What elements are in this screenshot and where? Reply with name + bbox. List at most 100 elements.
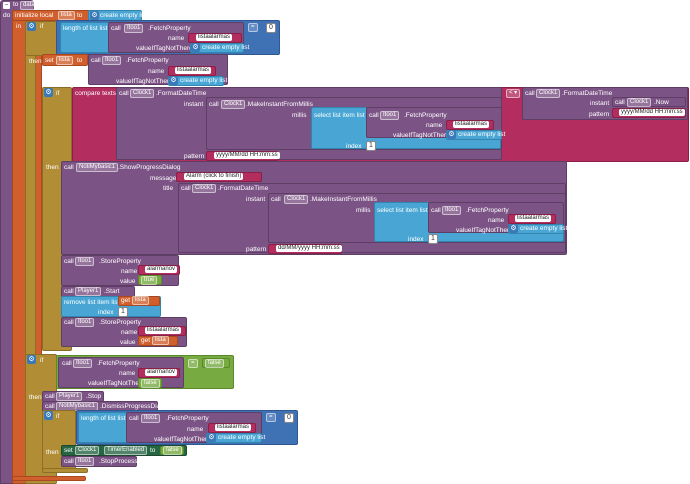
clock-select[interactable]: Clock1	[75, 446, 100, 455]
format-dt-label: .FormatDateTime	[218, 185, 269, 192]
fetch-label: .FetchProperty	[166, 415, 209, 422]
gear-icon[interactable]: ⚙	[169, 76, 178, 85]
instant-label: instant	[590, 100, 610, 107]
collapse-icon[interactable]: −	[3, 2, 10, 9]
pattern-text[interactable]: yyyy/MM/dd HH:mm:ss	[214, 152, 280, 159]
text-alarmanov[interactable]: alarmanov	[145, 266, 178, 273]
call-label: call	[431, 207, 441, 214]
show-progress-label: .ShowProgressDialog	[118, 164, 181, 171]
call-label: call	[271, 196, 281, 203]
get-lista-var[interactable]: lista	[132, 296, 149, 305]
false-select[interactable]: false	[141, 379, 160, 388]
pattern-label: pattern	[589, 111, 610, 118]
number-zero[interactable]: 0	[284, 413, 294, 423]
proc-to-label: to	[13, 1, 19, 8]
make-instant-label: .MakeInstantFromMillis	[246, 101, 313, 108]
value-if-label: valueIfTagNotThere	[393, 132, 450, 139]
tinydb-select[interactable]: Itoo1	[141, 414, 161, 423]
text-listaalarmas[interactable]: listaalarmas	[196, 34, 233, 41]
tinydb-select[interactable]: Itoo1	[442, 206, 462, 215]
tinydb-select[interactable]: Itoo1	[380, 111, 400, 120]
true-select[interactable]: true	[141, 276, 158, 285]
clock-select[interactable]: Clock1	[284, 195, 309, 204]
eq-operator[interactable]: =	[266, 413, 276, 422]
call-label: call	[64, 458, 74, 465]
player-select[interactable]: Player1	[75, 287, 102, 296]
gear-icon[interactable]: ⚙	[447, 130, 456, 139]
call-label: call	[525, 90, 535, 97]
pattern-text[interactable]: dd/MM/yyyy HH:mm:ss	[276, 245, 342, 252]
set-timer-block[interactable]	[61, 445, 187, 456]
message-label: message	[150, 175, 177, 182]
then-label: then	[46, 449, 59, 456]
call-label: call	[615, 99, 625, 106]
call-label: call	[209, 101, 219, 108]
title-label: title	[163, 185, 174, 192]
gear-icon[interactable]: ⚙	[90, 11, 99, 20]
clock-select[interactable]: Clock1	[221, 100, 246, 109]
fetch-label: .FetchProperty	[466, 207, 509, 214]
fetch-label: .FetchProperty	[404, 112, 447, 119]
select-list-item-label: select list item list	[314, 112, 365, 119]
number-one[interactable]: 1	[118, 307, 128, 317]
stop-process-block[interactable]	[61, 456, 137, 467]
create-empty-list-block[interactable]	[206, 433, 262, 443]
number-one[interactable]: 1	[428, 234, 438, 244]
text-alarmanov[interactable]: alarmanov	[145, 369, 178, 376]
pattern-text[interactable]: yyyy/MM/dd HH:mm:ss	[619, 109, 685, 116]
gear-icon[interactable]: ⚙	[44, 88, 53, 97]
set-var[interactable]: lista	[56, 56, 73, 65]
tinydb-select[interactable]: Itoo1	[75, 257, 95, 266]
gear-icon[interactable]: ⚙	[27, 22, 36, 31]
text-listaalarmas[interactable]: listaalarmas	[453, 121, 490, 128]
player-select[interactable]: Player1	[56, 392, 83, 401]
then-label: then	[46, 164, 59, 171]
gear-icon[interactable]: ⚙	[27, 355, 36, 364]
clock-select[interactable]: Clock1	[130, 89, 155, 98]
create-empty-list-block[interactable]	[168, 76, 224, 86]
fetch-label: .FetchProperty	[97, 360, 140, 367]
number-one[interactable]: 1	[366, 141, 376, 151]
create-empty-list-label: create empty list	[520, 225, 568, 232]
false-select[interactable]: false	[163, 446, 182, 455]
text-listaalarmas[interactable]: listaalarmas	[145, 327, 182, 334]
proc-name-field[interactable]: data	[20, 1, 38, 10]
tinydb-select[interactable]: Itoo1	[75, 457, 95, 466]
clock-select[interactable]: Clock1	[627, 98, 652, 107]
value-if-label: valueIfTagNotThere	[136, 45, 193, 52]
alarm-message-text[interactable]: Alarm (click to finish)	[184, 173, 244, 180]
if-label: if	[56, 90, 60, 97]
clock-select[interactable]: Clock1	[536, 89, 561, 98]
notifier-select[interactable]: NotiMybasic1	[76, 163, 119, 172]
fetch-label: .FetchProperty	[126, 57, 169, 64]
length-of-list-label: length of list list	[63, 25, 108, 32]
tinydb-select[interactable]: Itoo1	[124, 24, 144, 33]
get-lista-var[interactable]: lista	[152, 336, 169, 345]
eq-operator[interactable]: =	[188, 359, 198, 368]
init-local-var[interactable]: lista	[58, 11, 75, 20]
set-label: set	[45, 57, 54, 64]
set-lista-block[interactable]	[42, 54, 88, 66]
gear-icon[interactable]: ⚙	[207, 433, 216, 442]
lt-operator[interactable]: < ▾	[506, 89, 521, 98]
gear-icon[interactable]: ⚙	[44, 411, 53, 420]
call-label: call	[64, 288, 74, 295]
text-listaalarmas[interactable]: listaalarmas	[175, 67, 212, 74]
tinydb-select[interactable]: Itoo1	[75, 318, 95, 327]
text-listaalarmas[interactable]: listaalarmas	[215, 424, 252, 431]
number-zero[interactable]: 0	[266, 23, 276, 33]
create-empty-list-block[interactable]	[446, 130, 502, 140]
tinydb-select[interactable]: Itoo1	[73, 359, 93, 368]
gear-icon[interactable]: ⚙	[191, 43, 200, 52]
text-listaalarmas[interactable]: listaalarmas	[515, 215, 552, 222]
false-select[interactable]: false	[205, 359, 224, 368]
gear-icon[interactable]: ⚙	[509, 224, 518, 233]
property-select[interactable]: TimerEnabled	[104, 446, 148, 455]
create-empty-list-block[interactable]	[190, 43, 244, 53]
eq-operator[interactable]: =	[248, 23, 258, 32]
tinydb-select[interactable]: Itoo1	[102, 56, 122, 65]
create-empty-list-block[interactable]	[508, 224, 564, 234]
tag-label: name	[426, 122, 443, 129]
init-local-foot	[12, 476, 86, 481]
clock-select[interactable]: Clock1	[192, 184, 217, 193]
